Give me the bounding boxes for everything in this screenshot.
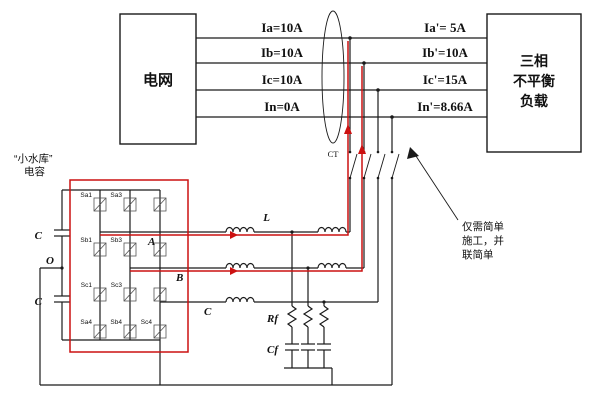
current-ic-prime: Ic'=15A bbox=[423, 72, 468, 87]
resistor-b bbox=[302, 305, 314, 328]
switch-label-sc4: Sc4 bbox=[141, 319, 153, 326]
switch-label-sb3: Sb3 bbox=[110, 237, 122, 244]
node-b-label: B bbox=[175, 272, 183, 284]
resistor-a bbox=[286, 305, 298, 328]
right-current-labels: Ia'= 5A Ib'=10A Ic'=15A In'=8.66A bbox=[417, 20, 473, 114]
inductor-label: L bbox=[262, 212, 270, 224]
load-label-line2: 不平衡 bbox=[513, 73, 555, 89]
load-label-line1: 三相 bbox=[520, 53, 548, 69]
current-in: In=0A bbox=[264, 99, 300, 114]
switch-label-sc3: Sc3 bbox=[111, 282, 123, 289]
dc-cap-top-label: C bbox=[35, 230, 43, 242]
dc-capacitors: C C bbox=[35, 190, 70, 340]
node-o-label: O bbox=[46, 255, 54, 267]
compensation-current-path bbox=[69, 41, 366, 353]
switch-label-sc1: Sc1 bbox=[81, 282, 93, 289]
annotation-line3: 联简单 bbox=[462, 248, 494, 261]
reservoir-note-line1: “小水库” bbox=[14, 152, 53, 165]
current-ia: Ia=10A bbox=[261, 20, 303, 35]
switch-label-sb4: Sb4 bbox=[110, 319, 122, 326]
switch-label-sa1: Sa1 bbox=[80, 192, 92, 199]
red-arrow-b bbox=[230, 267, 238, 275]
converter: C C O Sa1 Sa3 Sb1 Sb3 bbox=[35, 189, 167, 385]
bus-junction-dots bbox=[348, 36, 394, 119]
dc-cap-bottom-label: C bbox=[35, 296, 43, 308]
phase-output-lines: L A B C bbox=[100, 212, 378, 318]
node-a-label: A bbox=[147, 236, 155, 248]
inductor-phase-b bbox=[225, 262, 255, 269]
current-transformer: CT bbox=[321, 10, 345, 159]
filter-capacitor-label: Cf bbox=[267, 344, 279, 356]
switch-label-sa4: Sa4 bbox=[80, 319, 92, 326]
annotation-line2: 施工，并 bbox=[462, 234, 504, 247]
annotation-line1: 仅需简单 bbox=[462, 220, 504, 233]
reservoir-note: “小水库” 电容 bbox=[14, 152, 53, 178]
current-ia-prime: Ia'= 5A bbox=[424, 20, 466, 35]
switch-label-sa3: Sa3 bbox=[110, 192, 122, 199]
return-wiring bbox=[39, 268, 392, 386]
power-grid-box: 电网 bbox=[119, 13, 197, 145]
annotation: 仅需简单 施工，并 联简单 bbox=[407, 147, 504, 261]
inductor-phase-a2 bbox=[317, 226, 347, 233]
resistor-label: Rf bbox=[266, 313, 279, 325]
current-ic: Ic=10A bbox=[262, 72, 303, 87]
red-arrow-a bbox=[230, 231, 238, 239]
reservoir-note-line2: 电容 bbox=[24, 165, 45, 178]
red-arrow-up-a bbox=[344, 124, 352, 134]
switch-label-sb1: Sb1 bbox=[80, 237, 92, 244]
node-c-label: C bbox=[204, 306, 212, 318]
left-current-labels: Ia=10A Ib=10A Ic=10A In=0A bbox=[261, 20, 304, 114]
inductor-phase-b2 bbox=[317, 262, 347, 269]
inductor-phase-a bbox=[225, 226, 255, 233]
igbt-cells bbox=[93, 197, 167, 339]
switch-labels: Sa1 Sa3 Sb1 Sb3 Sc1 Sc3 Sa4 Sb4 Sc4 bbox=[80, 192, 152, 326]
current-in-prime: In'=8.66A bbox=[417, 99, 473, 114]
grid-label: 电网 bbox=[143, 71, 173, 89]
current-ib: Ib=10A bbox=[261, 45, 304, 60]
annotation-arrowhead bbox=[407, 147, 419, 159]
current-ib-prime: Ib'=10A bbox=[422, 45, 468, 60]
red-arrow-up-b bbox=[358, 144, 366, 154]
load-box: 三相 不平衡 负载 bbox=[486, 13, 582, 153]
rc-filter: Rf Cf bbox=[266, 230, 333, 385]
inductor-phase-c bbox=[225, 296, 255, 303]
resistor-c bbox=[318, 305, 330, 328]
ct-label: CT bbox=[328, 149, 340, 159]
load-label-line3: 负载 bbox=[520, 93, 548, 109]
